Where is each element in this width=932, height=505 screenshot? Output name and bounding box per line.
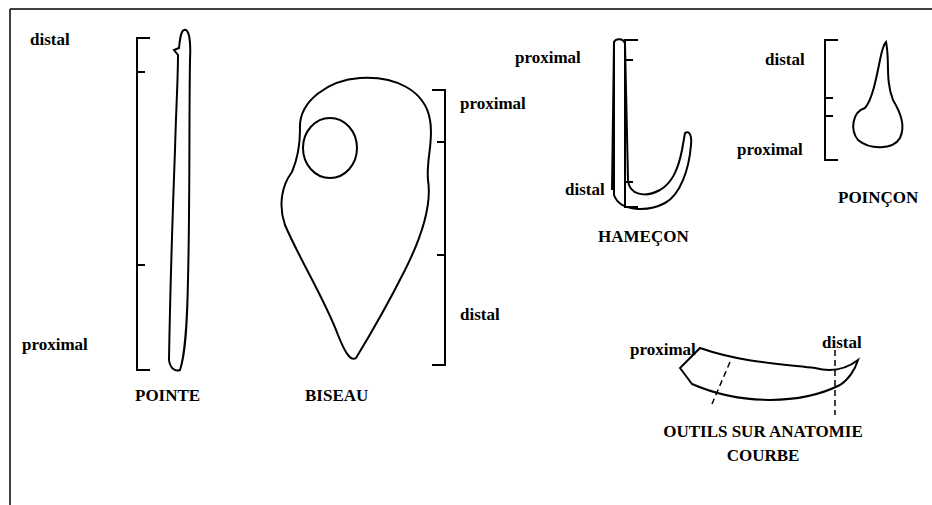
part-label: POINÇON [838, 188, 918, 208]
part-label: proximal [22, 335, 88, 355]
part-label: distal [822, 333, 862, 353]
part-label: distal [30, 30, 70, 50]
part-label: proximal [460, 94, 526, 114]
part-label: POINTE [135, 386, 200, 406]
part-label: proximal [515, 48, 581, 68]
part-label: HAMEÇON [598, 227, 689, 247]
part-label: BISEAU [305, 386, 368, 406]
part-label: distal [565, 180, 605, 200]
part-label: distal [460, 305, 500, 325]
figure-caption: OUTILS SUR ANATOMIE COURBE [648, 420, 878, 468]
part-label: proximal [630, 340, 696, 360]
part-label: proximal [737, 140, 803, 160]
part-label: distal [765, 50, 805, 70]
